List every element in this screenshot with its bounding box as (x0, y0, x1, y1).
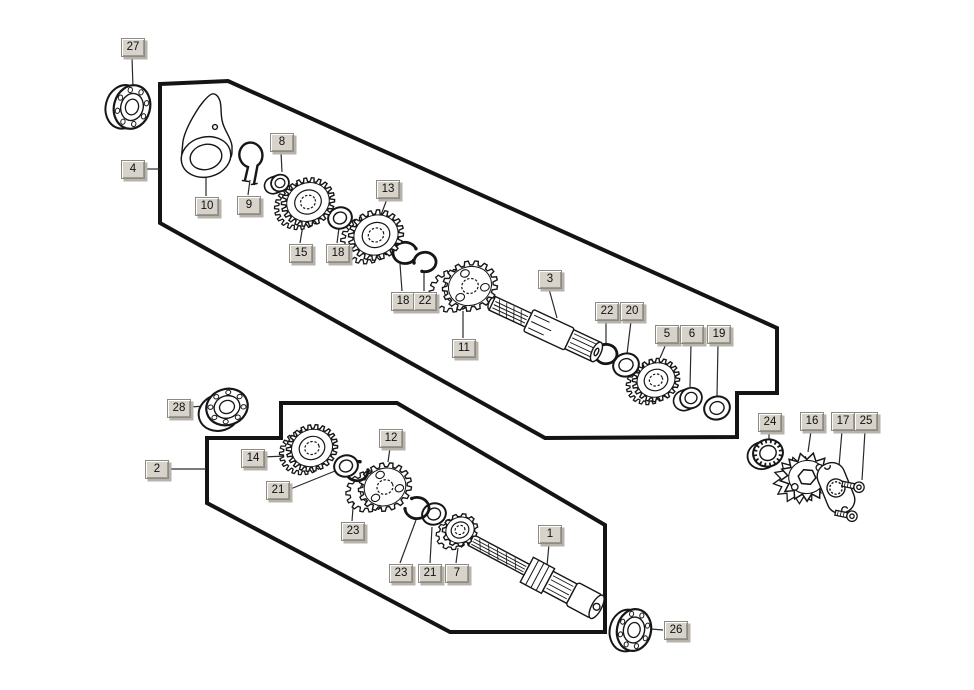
part-18-thrust-washer (327, 206, 353, 230)
part-16-drive-sprocket (772, 451, 836, 505)
leader-line (429, 526, 433, 564)
part-14-gear (278, 423, 339, 476)
leader-line (261, 455, 288, 458)
part-7-pinion-gear (435, 513, 479, 551)
part-21-thrust-washer (333, 454, 359, 478)
part-11-cluster-gear (428, 260, 499, 313)
part-28-ball-bearing (197, 387, 249, 432)
leader-line (548, 288, 558, 319)
part-8-spacer-ring (263, 173, 290, 195)
part-12-cluster-gear (345, 462, 413, 513)
part-1-main-shaft (466, 533, 605, 620)
leader-line (861, 430, 866, 481)
part-26-ball-bearing (608, 608, 653, 653)
leader-line (716, 343, 719, 397)
callout-15[interactable]: 15 (289, 244, 313, 263)
callout-21a[interactable]: 21 (266, 481, 290, 500)
part-15-gear (273, 176, 336, 231)
part-10-selector-arm (180, 93, 233, 179)
callout-6[interactable]: 6 (680, 325, 704, 344)
callout-20[interactable]: 20 (620, 302, 644, 321)
leader-line (546, 543, 550, 567)
part-6-spacer-bushing (672, 386, 703, 412)
callout-12[interactable]: 12 (379, 429, 403, 448)
callout-2[interactable]: 2 (145, 460, 169, 479)
part-24-oil-seal (746, 438, 784, 471)
leader-line (399, 263, 403, 292)
part-27-ball-bearing (104, 84, 152, 130)
callout-8[interactable]: 8 (270, 133, 294, 152)
leader-line (399, 519, 417, 564)
leader-line (380, 198, 388, 216)
part-9-retaining-clip (238, 141, 264, 186)
leader-line (287, 468, 341, 491)
part-22-circlip (412, 250, 438, 274)
leader-line (280, 151, 283, 173)
callout-25[interactable]: 25 (854, 412, 878, 431)
callout-16[interactable]: 16 (800, 412, 824, 431)
part-17-retainer-plate (816, 461, 856, 515)
leader-line (455, 547, 459, 564)
callout-17[interactable]: 17 (831, 412, 855, 431)
callout-22b[interactable]: 22 (595, 302, 619, 321)
callout-18a[interactable]: 18 (326, 244, 350, 263)
callout-19[interactable]: 19 (707, 325, 731, 344)
callout-23a[interactable]: 23 (341, 522, 365, 541)
callout-5[interactable]: 5 (655, 325, 679, 344)
leader-line (689, 343, 692, 388)
leader-line (336, 227, 340, 244)
callout-3[interactable]: 3 (538, 270, 562, 289)
callout-18b[interactable]: 18 (391, 292, 415, 311)
leader-line (807, 430, 812, 453)
callout-24[interactable]: 24 (758, 413, 782, 432)
callout-9[interactable]: 9 (237, 196, 261, 215)
callout-11[interactable]: 11 (452, 339, 476, 358)
part-19-o-ring (703, 395, 731, 421)
leader-line (247, 179, 251, 196)
callout-10[interactable]: 10 (195, 197, 219, 216)
callout-7[interactable]: 7 (445, 564, 469, 583)
leader-lines (131, 56, 866, 631)
part-3-countershaft (487, 295, 604, 363)
part-20-thrust-washer (612, 352, 640, 378)
leader-line (387, 447, 391, 463)
callout-4[interactable]: 4 (121, 160, 145, 179)
lower-assembly-outline (205, 401, 607, 634)
leader-line (650, 628, 664, 631)
callout-13[interactable]: 13 (376, 180, 400, 199)
callout-28[interactable]: 28 (167, 399, 191, 418)
leader-line (626, 320, 632, 355)
callout-23b[interactable]: 23 (389, 564, 413, 583)
leader-line (838, 430, 843, 467)
callout-27[interactable]: 27 (121, 38, 145, 57)
callout-22a[interactable]: 22 (413, 292, 437, 311)
callout-21b[interactable]: 21 (418, 564, 442, 583)
part-13-gear (339, 209, 405, 265)
callout-14[interactable]: 14 (241, 449, 265, 468)
part-23-circlip (403, 496, 431, 520)
leader-line (131, 56, 134, 89)
leader-line (659, 343, 667, 359)
callout-1[interactable]: 1 (538, 525, 562, 544)
part-5-gear (625, 357, 681, 406)
callout-26[interactable]: 26 (664, 621, 688, 640)
part-18-snap-ring (391, 240, 418, 265)
upper-assembly-outline (158, 78, 779, 441)
part-21-thrust-washer (421, 502, 447, 526)
part-25-bolts (834, 480, 865, 523)
